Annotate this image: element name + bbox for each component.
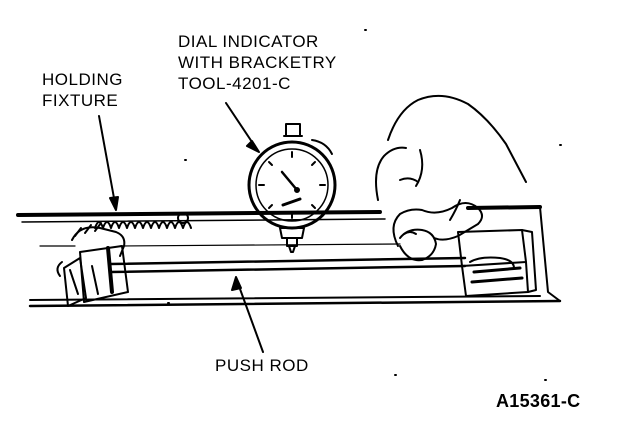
- holding-fixture-label-line2: FIXTURE: [42, 91, 119, 110]
- specks: [167, 29, 562, 381]
- bench-rail: [16, 205, 562, 308]
- hand: [375, 94, 527, 262]
- dial-indicator-label-line2: WITH BRACKETRY: [178, 53, 337, 72]
- dial-indicator-label-line1: DIAL INDICATOR: [178, 32, 319, 51]
- push-rod-leader: [235, 277, 264, 353]
- holding-fixture-label-line1: HOLDING: [42, 70, 123, 89]
- spring: [94, 212, 192, 229]
- holding-fixture: [56, 222, 129, 307]
- figure-id: A15361-C: [496, 391, 581, 411]
- dial-indicator-label-line3: TOOL-4201-C: [178, 74, 291, 93]
- push-rod: [108, 256, 467, 274]
- leader-arrows: [98, 102, 264, 353]
- push-rod-label: PUSH ROD: [215, 356, 309, 375]
- holding-fixture-leader: [98, 115, 117, 210]
- dial-indicator: [247, 123, 337, 253]
- right-block: [457, 229, 537, 297]
